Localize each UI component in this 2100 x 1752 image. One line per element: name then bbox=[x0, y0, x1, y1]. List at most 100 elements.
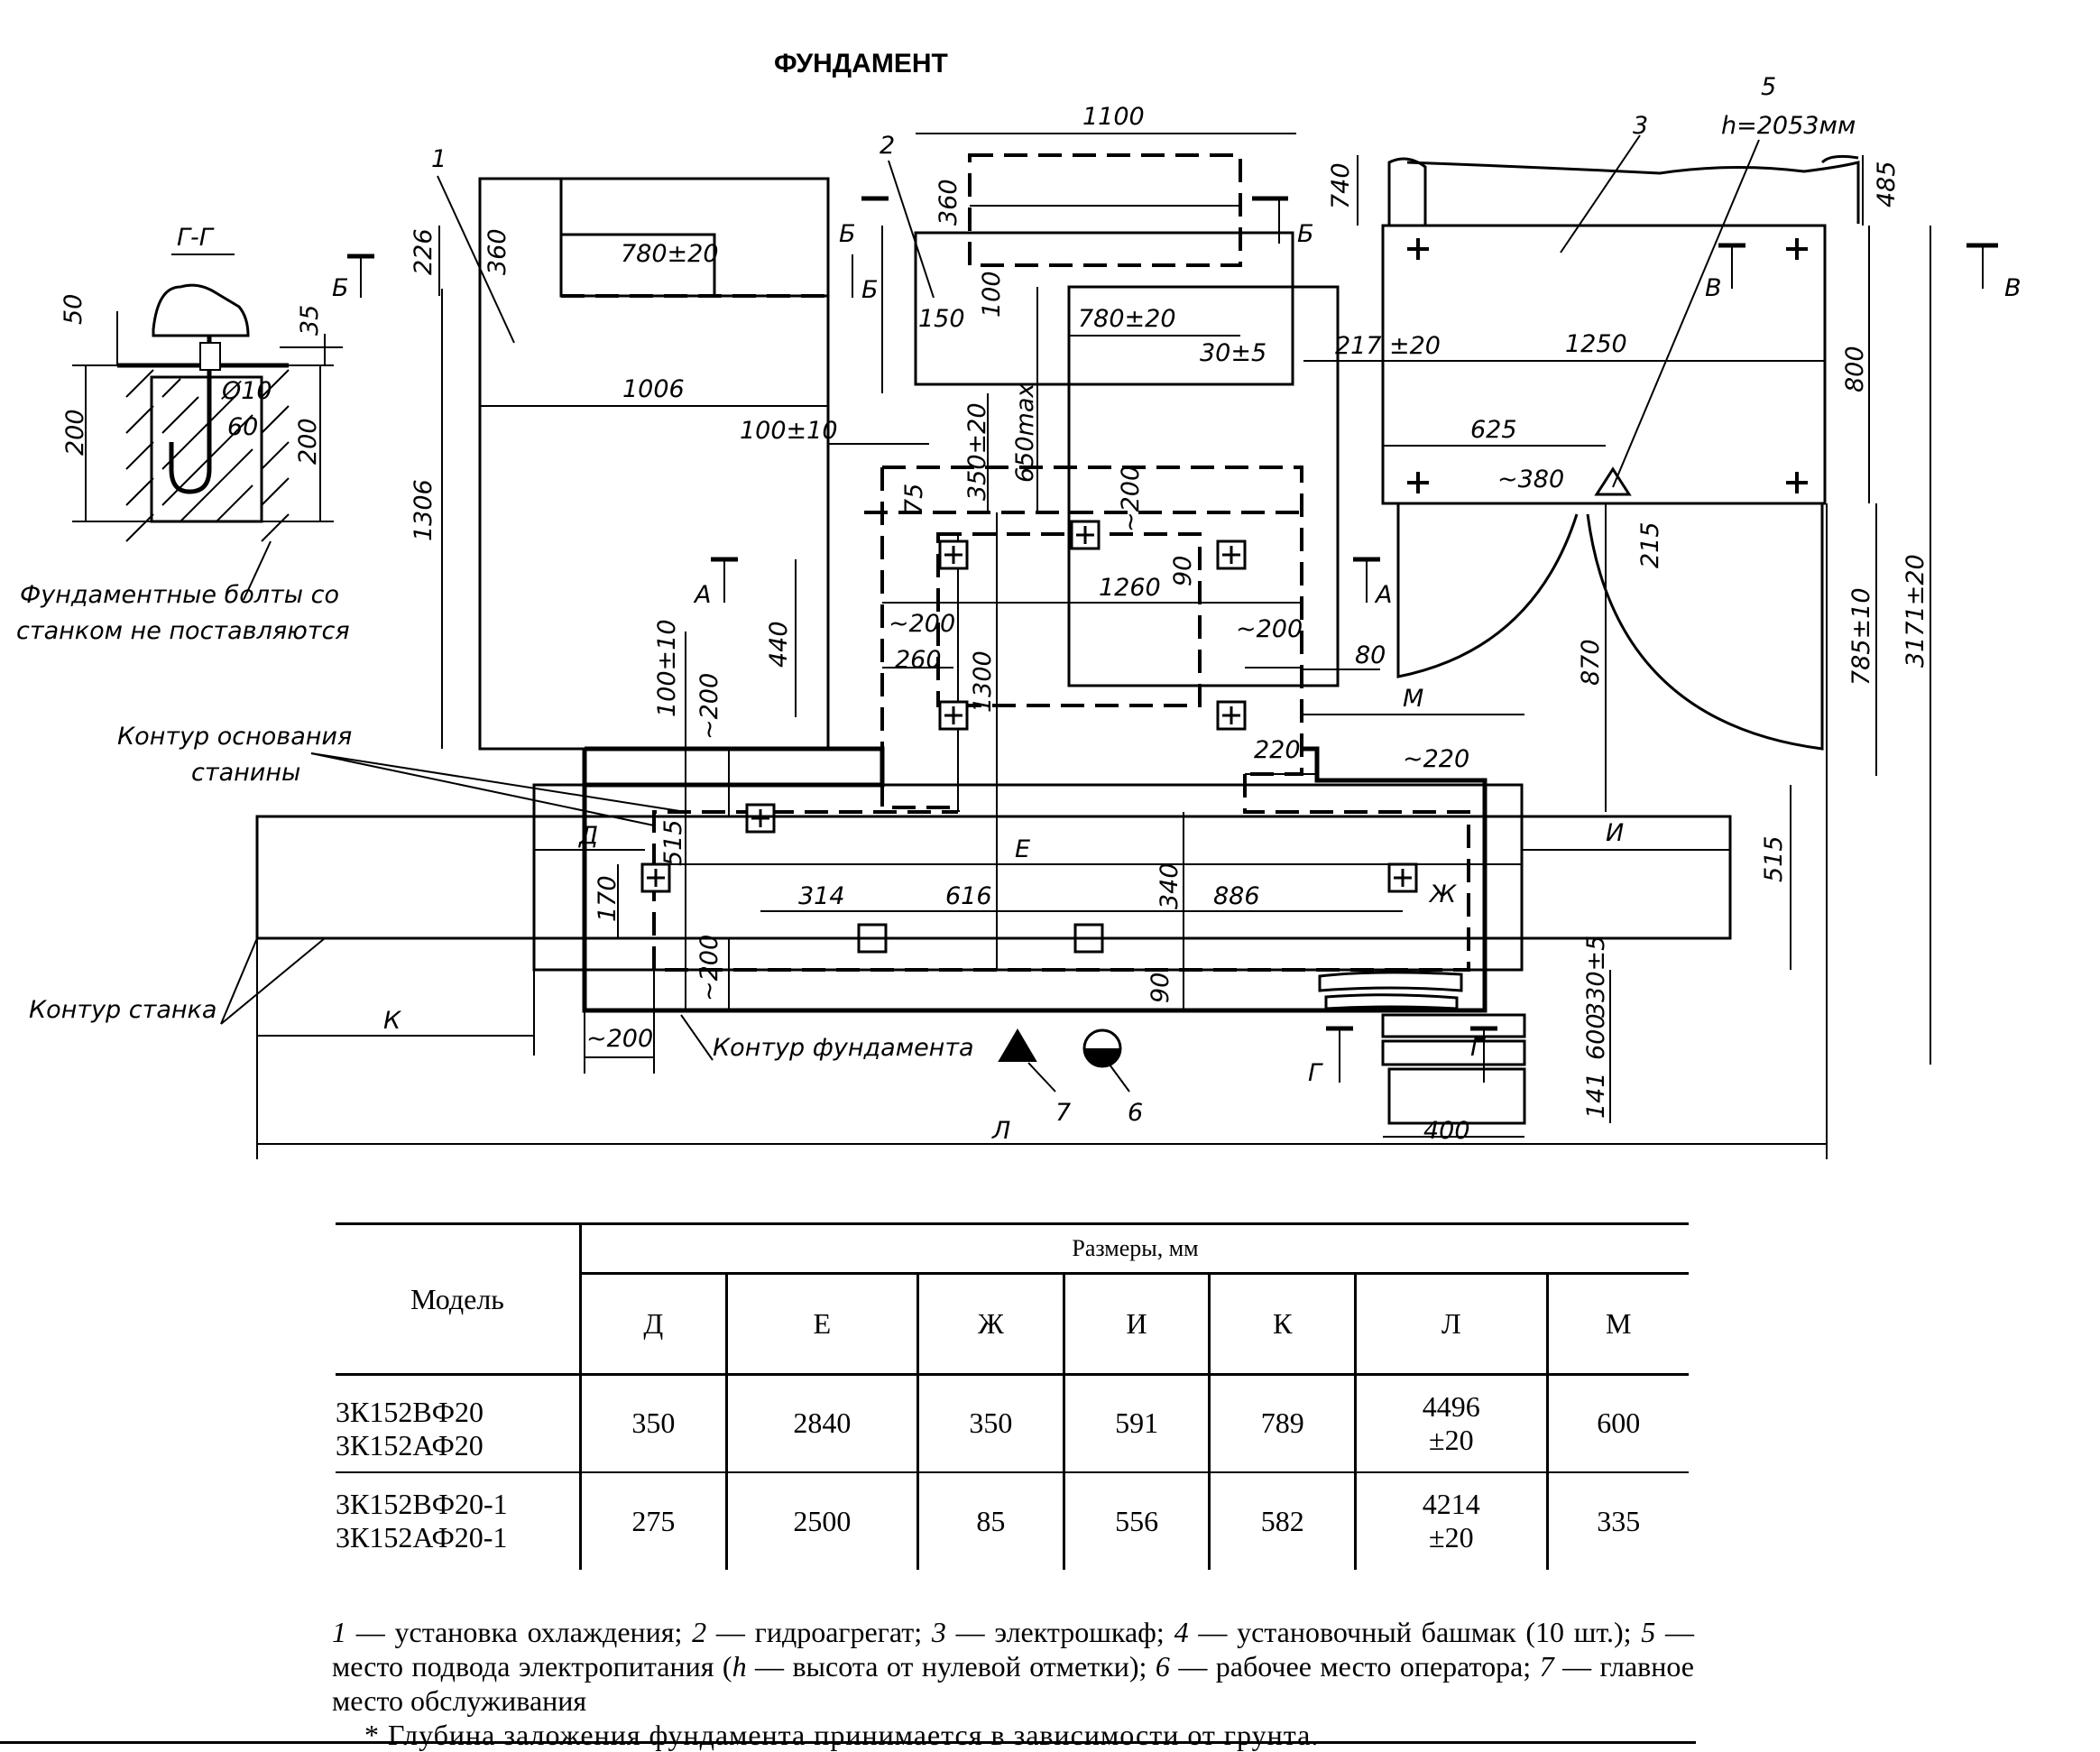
legend-number: 4 bbox=[1174, 1616, 1189, 1648]
section-marks: Б Б Б Б А А В В Г Г bbox=[332, 196, 2022, 1087]
dim-100-10: 100±10 bbox=[740, 417, 838, 445]
legend-number: 5 bbox=[1641, 1616, 1656, 1648]
col-k: К bbox=[1208, 1273, 1356, 1375]
model-name: 3К152ВФ20-1 bbox=[336, 1488, 508, 1520]
bottom-rule bbox=[0, 1741, 1696, 1744]
dim-75: 75 bbox=[900, 484, 928, 514]
letter-l: Л bbox=[991, 1117, 1010, 1145]
legend: 1 — установка охлаждения; 2 — гидроагрег… bbox=[332, 1615, 1694, 1752]
item-7-label: 7 bbox=[1055, 1099, 1071, 1127]
section-b-unit1: Б bbox=[839, 220, 856, 248]
dim-100: 100 bbox=[978, 271, 1006, 318]
dim-780-a: 780±20 bbox=[621, 240, 719, 268]
dim-35: 35 bbox=[296, 305, 324, 336]
section-g-left: Г bbox=[1308, 1059, 1323, 1087]
legend-item: — рабочее место оператора; bbox=[1169, 1650, 1540, 1683]
bolts-note-line2: станком не поставляются bbox=[16, 617, 350, 645]
cell-i: 556 bbox=[1062, 1471, 1210, 1570]
drawing-title: ФУНДАМЕНТ bbox=[774, 49, 948, 78]
section-g-right: Г bbox=[1470, 1034, 1486, 1062]
cell-zh: 85 bbox=[916, 1471, 1064, 1570]
model-name: 3К152ВФ20 bbox=[336, 1395, 484, 1428]
l-value: 4214 bbox=[1422, 1488, 1480, 1520]
cell-i: 591 bbox=[1062, 1374, 1210, 1472]
dim-616: 616 bbox=[945, 882, 992, 910]
section-v-right: В bbox=[2004, 274, 2022, 302]
dim-200-b: ~200 bbox=[889, 610, 955, 638]
legend-item: — главное место обслуживания bbox=[332, 1650, 1695, 1717]
cell-d: 275 bbox=[579, 1471, 727, 1570]
dim-360-a: 360 bbox=[484, 228, 511, 275]
legend-item: — установочный башмак (10 шт.); bbox=[1188, 1616, 1642, 1648]
dim-200-a: ~200 bbox=[1117, 466, 1145, 532]
dim-200-f: ~200 bbox=[586, 1025, 653, 1053]
item-2-label: 2 bbox=[880, 132, 895, 160]
service-place-icon bbox=[998, 1028, 1037, 1062]
cell-zh: 350 bbox=[916, 1374, 1064, 1472]
dim-1260: 1260 bbox=[1099, 574, 1161, 602]
dim-141: 141 bbox=[1582, 1072, 1610, 1119]
dim-90-b: 90 bbox=[1147, 973, 1174, 1003]
bolts-note-line1: Фундаментные болты со bbox=[20, 581, 339, 609]
item-6-label: 6 bbox=[1128, 1099, 1143, 1127]
cell-e: 2840 bbox=[724, 1374, 918, 1472]
item-1-label: 1 bbox=[431, 145, 447, 173]
dim-3171: 3171±20 bbox=[1902, 554, 1930, 668]
dim-220: 220 bbox=[1254, 736, 1301, 764]
dim-200-right: 200 bbox=[294, 418, 322, 465]
dim-800: 800 bbox=[1841, 346, 1869, 392]
dim-30: 30±5 bbox=[1200, 339, 1266, 367]
foundation-contour: М 220 ~220 100±10 ~200 Д 515 Е 170 314 6… bbox=[255, 619, 1791, 1013]
dim-1306: 1306 bbox=[410, 479, 438, 541]
dim-440: 440 bbox=[765, 621, 793, 668]
legend-number: 6 bbox=[1155, 1650, 1170, 1683]
sizes-header: Размеры, мм bbox=[579, 1222, 1689, 1275]
item-3-label: 3 bbox=[1633, 112, 1648, 140]
dim-150: 150 bbox=[918, 305, 965, 333]
dim-1006: 1006 bbox=[622, 375, 685, 403]
letter-k: К bbox=[383, 1007, 402, 1035]
letter-e: Е bbox=[1015, 835, 1030, 863]
dim-886: 886 bbox=[1213, 882, 1260, 910]
section-b-unit1b: Б bbox=[861, 276, 879, 304]
legend-number: 3 bbox=[931, 1616, 946, 1648]
foundation-contour-note: Контур фундамента bbox=[713, 1034, 974, 1062]
col-zh: Ж bbox=[916, 1273, 1064, 1375]
section-v-left: В bbox=[1705, 274, 1722, 302]
letter-zh: Ж bbox=[1428, 881, 1457, 908]
model-name: 3К152АФ20 bbox=[336, 1428, 484, 1462]
dim-200-left: 200 bbox=[61, 409, 89, 456]
dim-100-10-b: 100±10 bbox=[653, 619, 681, 717]
foundation-drawing: ФУНДАМЕНТ Г-Г 50 35 200 200 bbox=[16, 49, 2022, 1159]
l-tolerance: ±20 bbox=[1429, 1521, 1474, 1554]
section-label: Г-Г bbox=[177, 224, 215, 252]
cell-k: 582 bbox=[1208, 1471, 1356, 1570]
legend-item: — электрошкаф; bbox=[945, 1616, 1174, 1648]
letter-m: М bbox=[1403, 685, 1423, 713]
dim-1100: 1100 bbox=[1082, 103, 1145, 131]
dim-740: 740 bbox=[1327, 162, 1355, 209]
item-5-label: 5 bbox=[1761, 73, 1776, 101]
col-m: М bbox=[1545, 1273, 1689, 1375]
operator-platform: 400 330±5 600 141 bbox=[1318, 936, 1611, 1145]
dim-200-e: ~200 bbox=[695, 935, 723, 1001]
dim-515-b: 515 bbox=[1760, 835, 1788, 882]
legend-number: 7 bbox=[1539, 1650, 1554, 1683]
section-b-right: Б bbox=[1297, 220, 1314, 248]
dim-485: 485 bbox=[1873, 161, 1901, 207]
base-contour-line1: Контур основания bbox=[117, 723, 352, 751]
dim-50: 50 bbox=[60, 294, 88, 325]
cell-k: 789 bbox=[1208, 1374, 1356, 1472]
legend-text: 1 — установка охлаждения; 2 — гидроагрег… bbox=[332, 1615, 1694, 1718]
dim-314: 314 bbox=[798, 882, 845, 910]
cell-m: 600 bbox=[1545, 1374, 1689, 1472]
l-value: 4496 bbox=[1422, 1389, 1480, 1423]
power-height: h=2053мм bbox=[1721, 112, 1856, 140]
dim-785: 785±10 bbox=[1847, 587, 1875, 686]
dim-400: 400 bbox=[1423, 1117, 1470, 1145]
legend-number: 2 bbox=[692, 1616, 707, 1648]
dim-330: 330±5 bbox=[1582, 936, 1610, 1018]
dim-d10: Ø10 bbox=[221, 377, 272, 405]
